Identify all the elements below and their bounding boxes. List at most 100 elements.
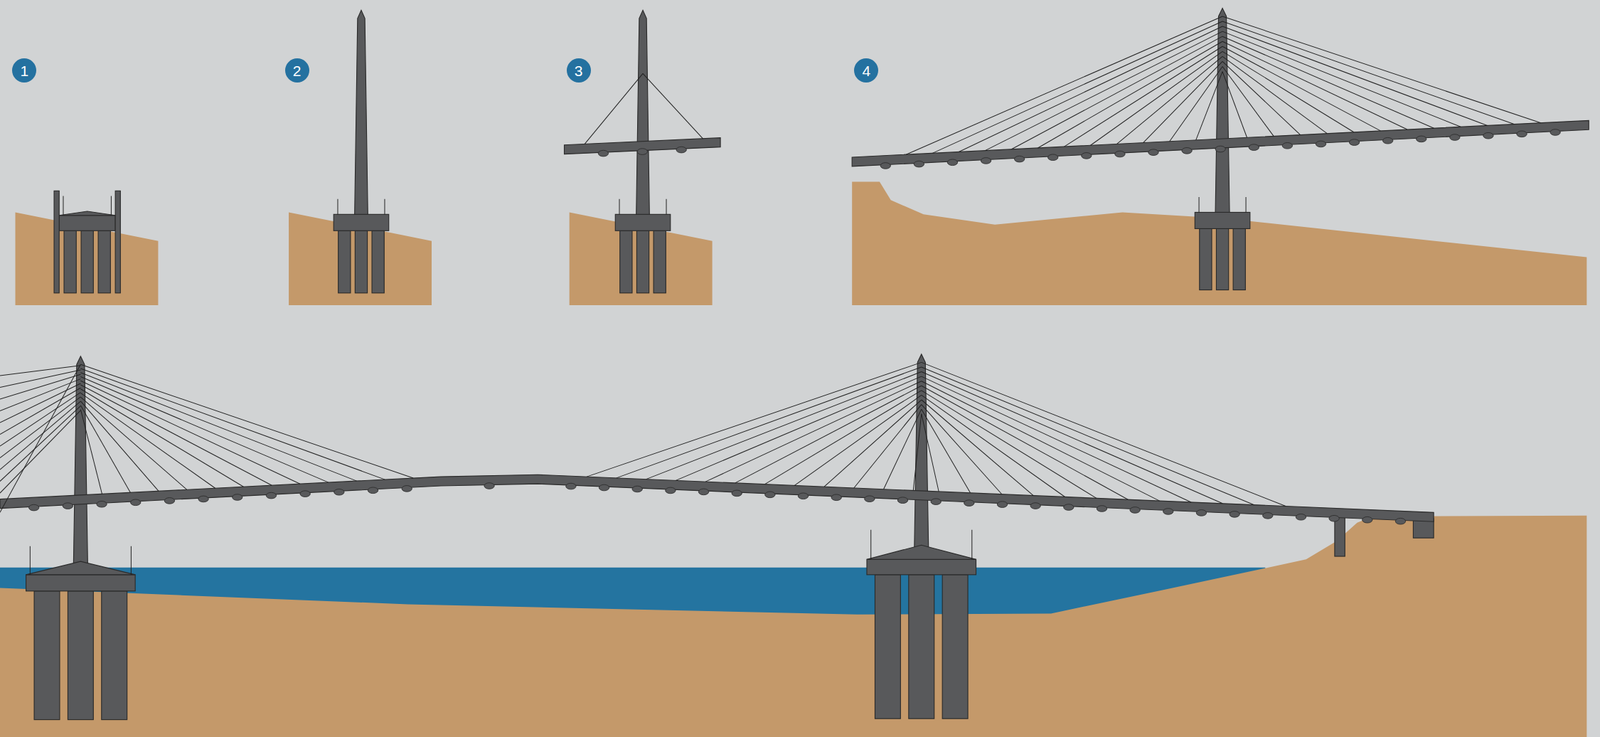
deck-segment (930, 498, 941, 505)
stay-cable (1222, 51, 1354, 132)
pile-cap-top (26, 561, 136, 575)
deck-segment (913, 160, 924, 168)
pile (354, 230, 367, 293)
stay-cable (666, 199, 668, 215)
pile (1216, 228, 1229, 290)
deck-segment (797, 492, 808, 500)
pile-cap (26, 574, 136, 591)
pile (1199, 228, 1212, 290)
stay-cable (80, 384, 272, 485)
pylon (354, 9, 369, 217)
deck-segment (1262, 512, 1273, 520)
deck-segment (598, 150, 608, 157)
stay-cable (0, 365, 81, 376)
deck-segment (598, 484, 609, 491)
callout-circle: 1 (12, 58, 37, 83)
pile (64, 230, 77, 293)
stay-cable (80, 372, 357, 481)
callout-number: 4 (861, 63, 871, 79)
deck-segment (1096, 505, 1107, 512)
stay-cable (883, 408, 922, 490)
stay-cable (0, 396, 81, 458)
stay-cable (1143, 61, 1223, 143)
pile (1233, 228, 1246, 290)
deck-segment (1295, 514, 1306, 521)
deck-segment (334, 488, 345, 495)
pile (908, 574, 935, 719)
stay-cable (958, 26, 1223, 152)
ground (569, 211, 713, 306)
sheet-pile (115, 190, 121, 293)
stay-cable (1245, 196, 1247, 213)
stay-cable (854, 404, 922, 488)
callout-number: 2 (292, 63, 302, 79)
pile-cap-top (866, 544, 977, 559)
pile (81, 230, 94, 293)
stay-cable (1037, 41, 1223, 148)
deck-segment (964, 499, 975, 507)
stay-cable (870, 529, 872, 560)
pile (371, 230, 384, 293)
stay-cable (384, 199, 385, 215)
deck-segment (880, 162, 891, 170)
deck-segment (1416, 135, 1427, 143)
stay-cable (1090, 51, 1223, 146)
ground (0, 515, 1587, 737)
deck-segment (484, 482, 495, 490)
deck-segment (198, 495, 209, 503)
stay-cable (80, 388, 244, 488)
stay-cable (921, 371, 1224, 504)
stay-cable (1198, 196, 1200, 213)
deck-segment (62, 502, 73, 510)
stay-cable (646, 371, 922, 480)
deck-segment (1229, 511, 1240, 518)
stay-cable (1222, 46, 1381, 131)
deck-segment (29, 504, 40, 511)
stay-cable (1196, 71, 1223, 141)
deck-segment (698, 488, 709, 495)
deck-segment (1081, 152, 1092, 160)
bridge-deck (851, 120, 1589, 167)
deck-segment (897, 497, 908, 504)
stay-cable (905, 16, 1223, 155)
ground (15, 211, 159, 306)
pile (636, 230, 649, 293)
stay-cable (80, 380, 301, 484)
deck-segment (1516, 130, 1527, 138)
stay-cable (921, 376, 1192, 503)
deck-segment (1030, 502, 1041, 510)
stay-cable (1222, 21, 1514, 125)
deck-segment (367, 487, 378, 494)
deck-segment (300, 490, 311, 498)
stay-cable (337, 199, 338, 215)
stay-cable (921, 404, 1002, 495)
stay-cable (80, 364, 414, 478)
deck-segment (1282, 142, 1293, 149)
pile (34, 590, 60, 720)
pile (874, 574, 901, 719)
stay-cable (586, 361, 922, 477)
stay-cable (0, 374, 81, 399)
pylon (636, 9, 650, 217)
deck-segment (1348, 139, 1359, 146)
callout-circle: 2 (285, 58, 310, 83)
stay-cable (705, 381, 922, 482)
stay-cable (80, 368, 385, 480)
deck-segment (1014, 155, 1024, 163)
stay-cable (1222, 31, 1461, 127)
stay-cable (0, 392, 81, 446)
deck-segment (1215, 145, 1226, 153)
stay-cable (921, 413, 939, 492)
deck-segment (265, 492, 276, 499)
stay-cable (824, 399, 922, 487)
pile-cap (333, 214, 389, 231)
deck-segment (1048, 154, 1059, 161)
stay-cable (619, 199, 621, 215)
stay-cable (0, 364, 81, 512)
stay-cable (794, 394, 921, 485)
pile (98, 230, 111, 293)
pile-cap (615, 214, 670, 231)
stay-cable (913, 413, 921, 491)
